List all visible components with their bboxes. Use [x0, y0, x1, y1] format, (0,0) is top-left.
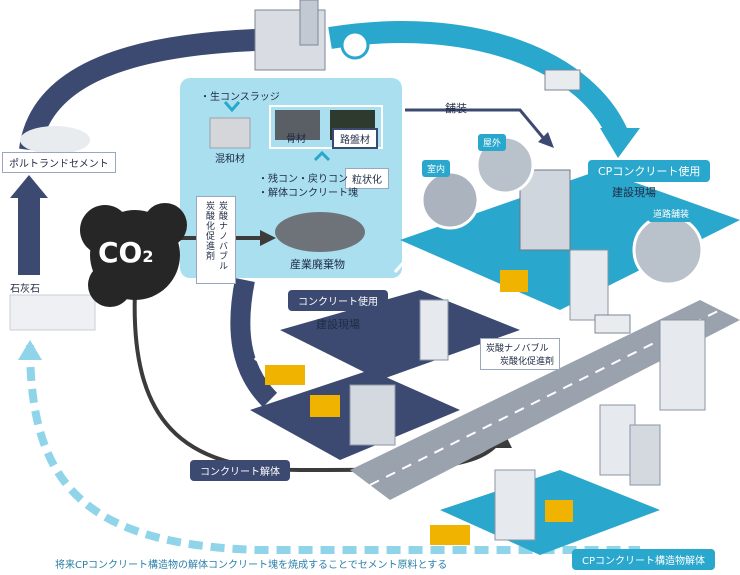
- building-5: [349, 384, 396, 446]
- road-paving-label: 道路舗装: [648, 205, 695, 222]
- co2-text: CO2: [98, 236, 154, 269]
- concrete-site-platform: [280, 290, 520, 380]
- cement-flow-arc: [19, 29, 256, 152]
- paving-arrowhead: [538, 132, 554, 148]
- co2-cloud-puff-3: [88, 263, 132, 307]
- cp-use-site-sub: 建設現場: [612, 186, 656, 199]
- future-dashed-arrowhead: [18, 340, 42, 360]
- portland-cement-label: ポルトランドセメント: [2, 152, 116, 173]
- indoor-circle: [420, 170, 480, 230]
- return-arc: [230, 278, 278, 408]
- mixed-material-label: 混和材: [215, 154, 245, 165]
- site-chevron-icon: [393, 261, 411, 273]
- highway: [350, 300, 740, 500]
- demolished-block-label: ・解体コンクリート塊: [258, 188, 358, 199]
- concrete-use-site-sub: 建設現場: [316, 318, 360, 331]
- limestone-blocks: [9, 294, 96, 331]
- mixer-truck-2: [594, 314, 631, 334]
- outdoor-label: 屋外: [478, 134, 507, 151]
- concrete-use-site-tag: コンクリート使用: [288, 290, 388, 311]
- mixer-truck-1: [544, 69, 581, 91]
- carbonation-agent-box-2: 炭酸ナノバブル 炭酸化促進剤: [480, 338, 561, 370]
- cement-pile: [20, 126, 90, 154]
- sludge-label: ・生コンスラッジ: [200, 92, 280, 103]
- building-7: [494, 469, 536, 541]
- carbonation-agent-label-2a: 炭酸ナノバブル: [486, 344, 549, 354]
- building-1: [569, 249, 609, 321]
- paving-label: 舗装: [445, 102, 467, 115]
- carbonation-agent-label: 炭酸ナノバブル 炭酸化促進剤: [204, 201, 227, 271]
- aggregate-label: 骨材: [286, 134, 306, 145]
- cp-logo-icon: [340, 30, 370, 60]
- limestone-label: 石灰石: [10, 284, 40, 295]
- cp-flow-arrowhead: [600, 128, 640, 158]
- factory-tower: [299, 0, 319, 46]
- paving-arrow: [405, 108, 547, 141]
- carbonation-agent-label-2b: 炭酸化促進剤: [500, 357, 555, 367]
- dump-truck-2: [430, 525, 470, 545]
- sludge-chevron-icon: [223, 101, 241, 113]
- road-paving-circle: [632, 214, 704, 286]
- building-2: [659, 319, 706, 411]
- carbonation-agent-box: 炭酸ナノバブル 炭酸化促進剤: [196, 196, 236, 284]
- cp-structure-demolition-tag: CPコンクリート構造物解体: [572, 549, 716, 570]
- return-arc-chevron-icon: [253, 349, 271, 361]
- future-note: 将来CPコンクリート構造物の解体コンクリート塊を焼成することでセメント原料とする: [55, 560, 448, 571]
- waste-pile: [275, 212, 365, 252]
- co2-to-waste-arrowhead: [260, 230, 276, 246]
- mixed-material-tile: [209, 117, 251, 149]
- cp-flow-arc: [328, 21, 631, 145]
- excavator-1: [310, 395, 340, 417]
- granulate-label: 粒状化: [345, 168, 389, 189]
- leftover-label: ・残コン・戻りコン: [258, 174, 348, 185]
- building-3: [599, 404, 636, 476]
- excavator-3: [545, 500, 573, 522]
- co2-cloud-puff-1: [80, 205, 130, 255]
- cp-use-site-tag: CPコンクリート使用: [588, 160, 711, 182]
- building-6: [419, 299, 449, 361]
- dump-truck: [265, 365, 305, 385]
- concrete-demolition-tag: コンクリート解体: [190, 460, 290, 481]
- limestone-arrowhead: [10, 175, 48, 198]
- future-dashed-loop: [26, 344, 640, 554]
- indoor-label: 室内: [422, 160, 451, 177]
- granulate-chevron-icon: [313, 150, 331, 162]
- co2-subscript: 2: [142, 247, 154, 266]
- roadbed-label: 路盤材: [332, 128, 378, 149]
- building-4: [629, 424, 661, 486]
- excavator-2: [500, 270, 528, 292]
- building-cp-frame: [519, 169, 571, 251]
- granulate-box: [269, 105, 383, 149]
- industrial-waste-label: 産業廃棄物: [290, 258, 345, 271]
- limestone-to-cement-arrow: [18, 195, 40, 275]
- aggregate-tile: [275, 110, 320, 140]
- co2-main: CO: [98, 236, 143, 269]
- co2-cloud-puff-2: [143, 203, 187, 247]
